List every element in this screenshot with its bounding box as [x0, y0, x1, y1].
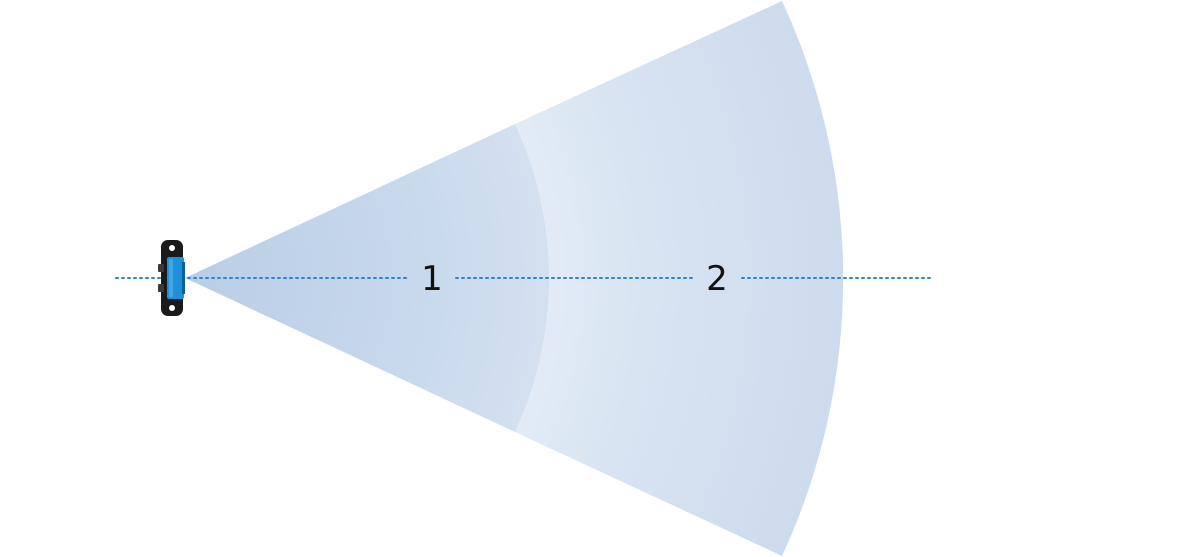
sensor-device-icon [158, 240, 185, 316]
zone-label-2: 2 [706, 259, 728, 299]
zone-label-1: 1 [421, 259, 443, 299]
